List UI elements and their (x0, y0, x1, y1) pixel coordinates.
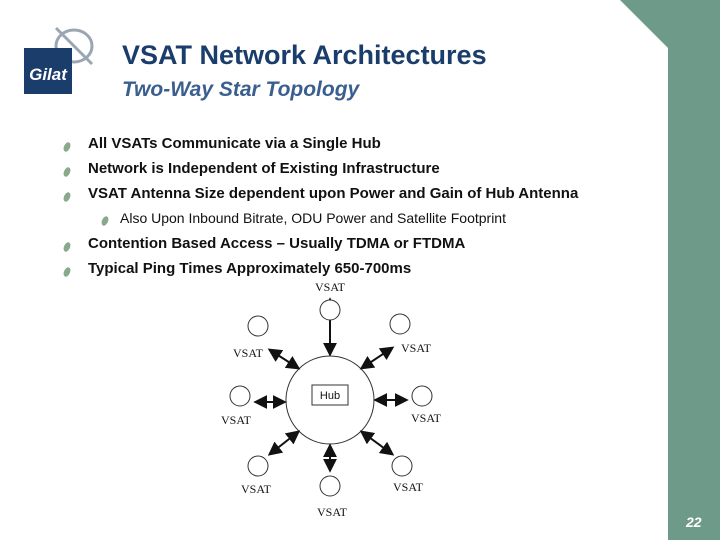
vsat-label: VSAT (241, 482, 272, 496)
vsat-label: VSAT (221, 413, 252, 427)
vsat-label: VSAT (393, 480, 424, 494)
bullet-item: Typical Ping Times Approximately 650-700… (88, 260, 412, 277)
link-arrow (359, 346, 395, 370)
vsat-label: VSAT (233, 346, 264, 360)
sub-bullet-item: Also Upon Inbound Bitrate, ODU Power and… (120, 210, 506, 226)
link-arrow (267, 430, 301, 456)
gilat-logo: Gilat (24, 26, 94, 94)
link-arrow (267, 348, 301, 370)
sidebar-band (668, 0, 720, 540)
vsat-node (247, 315, 269, 337)
vsat-node (247, 455, 269, 477)
bullet-item: VSAT Antenna Size dependent upon Power a… (88, 185, 579, 202)
hub-box (311, 384, 349, 406)
vsat-node (391, 455, 413, 477)
hub-label: Hub (320, 390, 340, 402)
slide-subtitle: Two-Way Star Topology (122, 78, 360, 101)
vsat-label: VSAT (315, 280, 346, 294)
vsat-label: VSAT (317, 505, 348, 519)
vsat-label: VSAT (401, 341, 432, 355)
vsat-node (389, 313, 411, 335)
vsat-node (319, 475, 341, 497)
vsat-node (411, 385, 433, 407)
bullet-item: Network is Independent of Existing Infra… (88, 160, 440, 177)
bullet-item: All VSATs Communicate via a Single Hub (88, 135, 381, 152)
logo-text: Gilat (29, 65, 68, 84)
vsat-node (229, 385, 251, 407)
vsat-label: VSAT (411, 411, 442, 425)
vsat-node (319, 299, 341, 321)
slide-title: VSAT Network Architectures (122, 40, 487, 70)
bullet-item: Contention Based Access – Usually TDMA o… (88, 235, 466, 252)
page-number: 22 (686, 514, 702, 530)
link-arrow (359, 430, 395, 456)
